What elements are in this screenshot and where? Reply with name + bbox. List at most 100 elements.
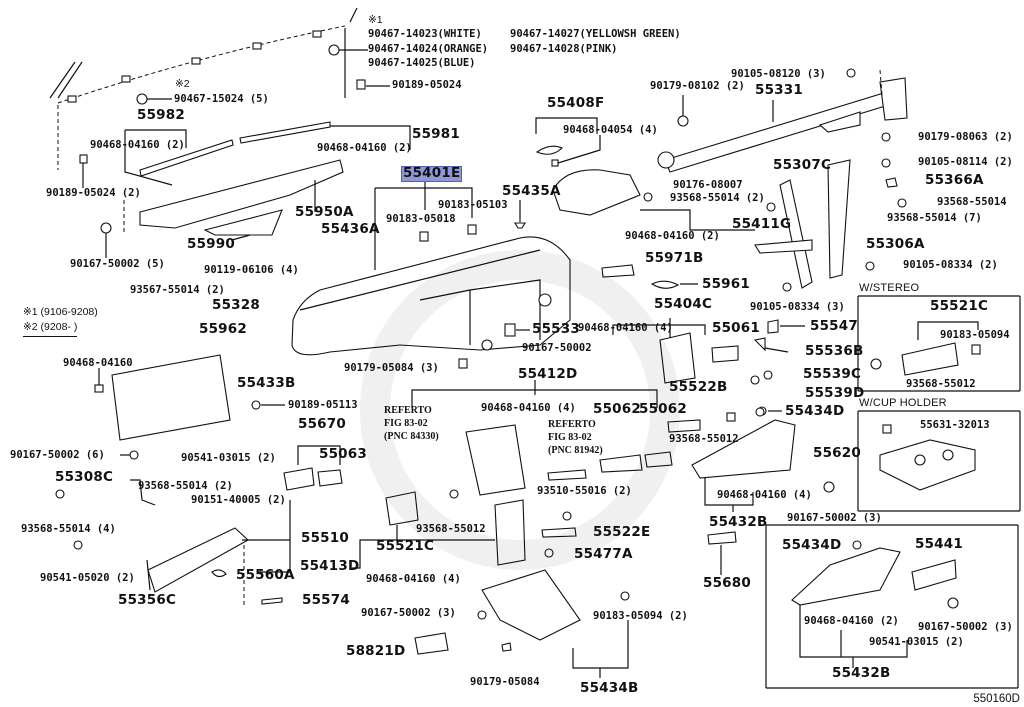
part-label[interactable]: 93568-55014 (2) xyxy=(138,480,233,492)
part-label[interactable]: 90189-05024 xyxy=(392,79,462,91)
part-label[interactable]: 55433B xyxy=(237,375,296,391)
part-label[interactable]: 58821D xyxy=(346,643,406,659)
part-label[interactable]: 90167-50002 (6) xyxy=(10,449,105,461)
part-label[interactable]: 55062 xyxy=(639,401,687,417)
part-label[interactable]: 55436A xyxy=(321,221,380,237)
part-label[interactable]: 90105-08120 (3) xyxy=(731,68,826,80)
part-label[interactable]: 55522E xyxy=(593,524,651,540)
part-label[interactable]: 55063 xyxy=(319,446,367,462)
part-label[interactable]: 55308C xyxy=(55,469,114,485)
part-label[interactable]: 55521C xyxy=(930,298,989,314)
part-label[interactable]: 90167-50002 (3) xyxy=(918,621,1013,633)
reference-note-84330[interactable]: REFERTO FIG 83-02 (PNC 84330) xyxy=(384,405,439,442)
part-label[interactable]: 55547 xyxy=(810,318,858,334)
part-label[interactable]: 55412D xyxy=(518,366,578,382)
part-label[interactable]: 55434B xyxy=(580,680,639,696)
part-label[interactable]: 93568-55014 (7) xyxy=(887,212,982,224)
part-label[interactable]: 55434D xyxy=(782,537,842,553)
part-label[interactable]: 90179-08063 (2) xyxy=(918,131,1013,143)
part-label[interactable]: 55432B xyxy=(832,665,891,681)
part-label[interactable]: 90468-04160 (2) xyxy=(90,139,185,151)
part-label[interactable]: 90468-04160 (4) xyxy=(578,322,673,334)
part-label[interactable]: 55670 xyxy=(298,416,346,432)
part-label[interactable]: 55631-32013 xyxy=(920,419,990,431)
part-label[interactable]: 90105-08334 (3) xyxy=(750,301,845,313)
part-label[interactable]: 55408F xyxy=(547,95,605,111)
part-label[interactable]: 55307C xyxy=(773,157,832,173)
part-label[interactable]: 55574 xyxy=(302,592,350,608)
part-label[interactable]: 55306A xyxy=(866,236,925,252)
part-label[interactable]: 55510 xyxy=(301,530,349,546)
part-label[interactable]: 90179-08102 (2) xyxy=(650,80,745,92)
part-label[interactable]: 90167-50002 (3) xyxy=(787,512,882,524)
part-label[interactable]: 90183-05103 xyxy=(438,199,508,211)
part-label[interactable]: 55950A xyxy=(295,204,354,220)
clip-label-14025[interactable]: 90467-14025(BLUE) xyxy=(368,57,476,69)
part-label[interactable]: 90183-05018 xyxy=(386,213,456,225)
part-label[interactable]: 55404C xyxy=(654,296,713,312)
part-label[interactable]: 93567-55014 (2) xyxy=(130,284,225,296)
part-label[interactable]: 55982 xyxy=(137,107,185,123)
part-label[interactable]: 55477A xyxy=(574,546,633,562)
part-label[interactable]: 55411G xyxy=(732,216,792,232)
part-label[interactable]: 90167-50002 (5) xyxy=(70,258,165,270)
part-label[interactable]: 55560A xyxy=(236,567,295,583)
part-label[interactable]: 55539D xyxy=(805,385,865,401)
part-label[interactable]: 90167-50002 xyxy=(522,342,592,354)
part-label[interactable]: 55328 xyxy=(212,297,260,313)
part-label[interactable]: 90179-05084 (3) xyxy=(344,362,439,374)
part-label[interactable]: 93568-55014 xyxy=(937,196,1007,208)
part-label[interactable]: 93568-55012 xyxy=(669,433,739,445)
part-label[interactable]: 55521C xyxy=(376,538,435,554)
part-label[interactable]: 90468-04160 (4) xyxy=(366,573,461,585)
part-label[interactable]: 55981 xyxy=(412,126,460,142)
part-label[interactable]: 90105-08114 (2) xyxy=(918,156,1013,168)
part-label-highlighted[interactable]: 55401E xyxy=(400,165,463,182)
part-label[interactable]: 90183-05094 (2) xyxy=(593,610,688,622)
part-label[interactable]: 55062 xyxy=(593,401,641,417)
part-label[interactable]: 55522B xyxy=(669,379,728,395)
part-label[interactable]: 93568-55012 xyxy=(906,378,976,390)
part-label[interactable]: 90179-05084 xyxy=(470,676,540,688)
part-label[interactable]: 90467-15024 (5) xyxy=(174,93,269,105)
part-label[interactable]: 90541-03015 (2) xyxy=(181,452,276,464)
part-label[interactable]: 90167-50002 (3) xyxy=(361,607,456,619)
clip-label-14023[interactable]: 90467-14023(WHITE) xyxy=(368,28,482,40)
part-label[interactable]: 90189-05113 xyxy=(288,399,358,411)
part-label[interactable]: 55435A xyxy=(502,183,561,199)
part-label[interactable]: 55961 xyxy=(702,276,750,292)
part-label[interactable]: 90119-06106 (4) xyxy=(204,264,299,276)
part-label[interactable]: 55061 xyxy=(712,320,760,336)
part-label[interactable]: 90183-05094 xyxy=(940,329,1010,341)
part-label[interactable]: 93568-55012 xyxy=(416,523,486,535)
part-label[interactable]: 90468-04160 xyxy=(63,357,133,369)
part-label[interactable]: 55441 xyxy=(915,536,963,552)
part-label[interactable]: 55990 xyxy=(187,236,235,252)
clip-label-14024[interactable]: 90467-14024(ORANGE) xyxy=(368,43,489,55)
part-label[interactable]: 90468-04054 (4) xyxy=(563,124,658,136)
part-label[interactable]: 90541-03015 (2) xyxy=(869,636,964,648)
part-label[interactable]: 90105-08334 (2) xyxy=(903,259,998,271)
part-label[interactable]: 55620 xyxy=(813,445,861,461)
part-label[interactable]: 55971B xyxy=(645,250,704,266)
part-label[interactable]: 90468-04160 (4) xyxy=(481,402,576,414)
part-label[interactable]: 55432B xyxy=(709,514,768,530)
part-label[interactable]: 90176-08007 xyxy=(673,179,743,191)
part-label[interactable]: 90468-04160 (2) xyxy=(804,615,899,627)
clip-label-14027[interactable]: 90467-14027(YELLOWSH GREEN) xyxy=(510,28,681,40)
clip-label-14028[interactable]: 90467-14028(PINK) xyxy=(510,43,618,55)
part-label[interactable]: 55331 xyxy=(755,82,803,98)
reference-note-81942[interactable]: REFERTO FIG 83-02 (PNC 81942) xyxy=(548,419,603,456)
part-label[interactable]: 55356C xyxy=(118,592,177,608)
part-label[interactable]: 93510-55016 (2) xyxy=(537,485,632,497)
part-label[interactable]: 55413D xyxy=(300,558,360,574)
part-label[interactable]: 90151-40005 (2) xyxy=(191,494,286,506)
part-label[interactable]: 55539C xyxy=(803,366,862,382)
part-label[interactable]: 93568-55014 (2) xyxy=(670,192,765,204)
part-label[interactable]: 55680 xyxy=(703,575,751,591)
part-label[interactable]: 90541-05020 (2) xyxy=(40,572,135,584)
part-label[interactable]: 55962 xyxy=(199,321,247,337)
part-label[interactable]: 90189-05024 (2) xyxy=(46,187,141,199)
part-label[interactable]: 55533 xyxy=(532,321,580,337)
part-label[interactable]: 55366A xyxy=(925,172,984,188)
